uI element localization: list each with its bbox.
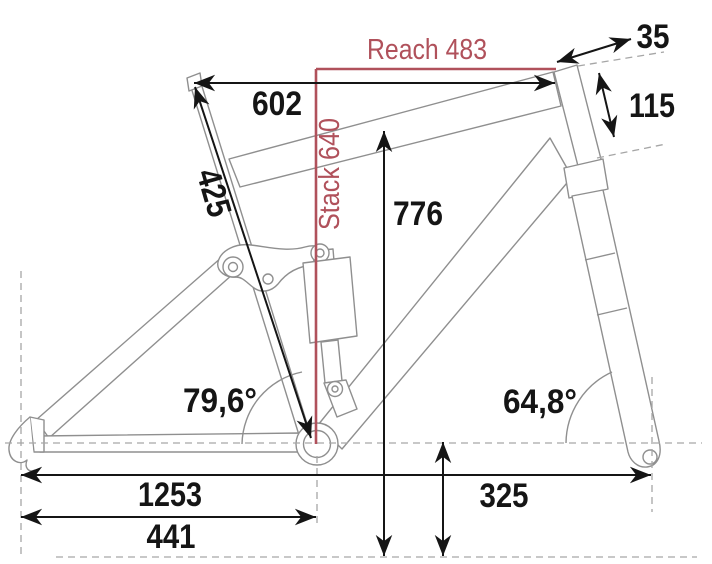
rocker-left-pivot [222, 256, 244, 278]
fork-lowers-seam-lower [596, 307, 628, 316]
rocker-right-pivot [310, 243, 330, 263]
head-tube [553, 64, 603, 171]
shock-lower-eyelet [326, 380, 344, 398]
seat-angle-label: 79,6° [183, 382, 257, 420]
dimension-arrows [20, 37, 651, 556]
shock-shaft [320, 339, 343, 384]
head-top-35-label: 35 [637, 18, 670, 56]
fork-crown [563, 158, 609, 199]
chainstay-441-label: 441 [147, 518, 196, 556]
head-tube-bottom-extension [596, 143, 667, 159]
head-top-35-arrow [556, 37, 632, 64]
head-tube-115-arrow [595, 72, 618, 138]
fork-lowers-seam-upper [584, 252, 616, 261]
fork [563, 158, 661, 468]
head-angle-arc [565, 371, 613, 444]
frame-rear-triangle [8, 256, 303, 472]
seat-tube-425-label: 425 [189, 165, 239, 222]
standover-776-label: 776 [393, 195, 443, 233]
head-tube-top-extension [577, 51, 665, 67]
head-angle-label: 64,8° [503, 383, 577, 421]
fork-leg [571, 189, 661, 468]
top-tube-602-label: 602 [252, 85, 302, 123]
dimension-labels: Reach 483 Stack 640 602 425 776 115 35 7… [138, 18, 675, 556]
shock-body [302, 256, 358, 344]
shock-lower-eyelet-hole [331, 385, 339, 393]
bb-height-325-label: 325 [480, 477, 529, 515]
seat-tube-425-arrow [193, 86, 313, 439]
wheelbase-1253-label: 1253 [138, 476, 202, 514]
reach-label: Reach 483 [367, 34, 487, 66]
stack-label: Stack 640 [314, 118, 346, 230]
front-axle [642, 449, 658, 465]
head-tube-115-label: 115 [629, 87, 675, 125]
